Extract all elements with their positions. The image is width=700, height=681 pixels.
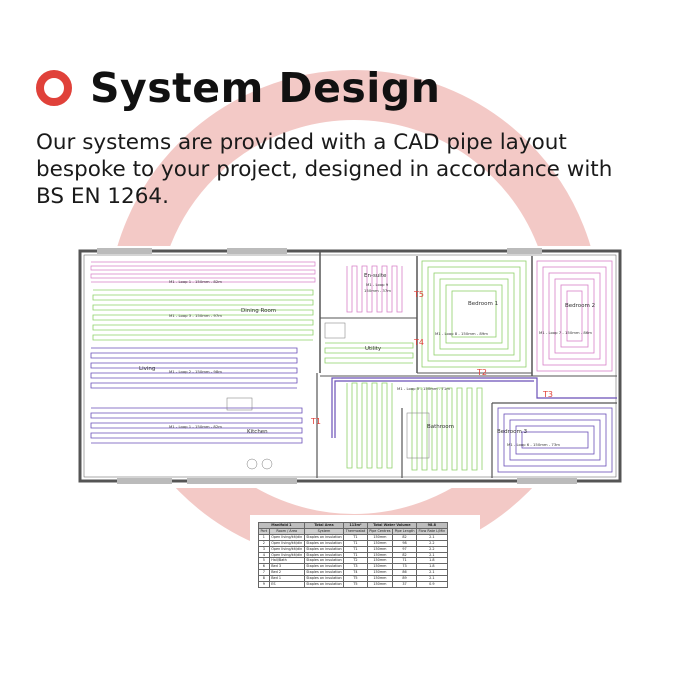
schedule-col-header: Flow Rate L/Min — [416, 527, 448, 535]
room-label-ensuite: En-suite — [364, 273, 387, 279]
table-cell: Staples on insulation — [303, 539, 345, 547]
table-cell: Staples on insulation — [303, 581, 345, 588]
loop-3-pipe — [92, 289, 314, 341]
table-cell: ES — [268, 581, 305, 588]
page-description: Our systems are provided with a CAD pipe… — [36, 130, 613, 209]
table-cell: Staples on insulation — [303, 563, 345, 571]
thermostat-t3: T3 — [542, 390, 553, 399]
table-cell: 37 — [392, 581, 417, 588]
loop-4-pipe — [90, 407, 303, 444]
loop-label-6: M1 - Loop 6 - 150mm - 73m — [507, 442, 560, 447]
room-label-bedroom3: Bedroom 3 — [497, 429, 528, 435]
loop-label-3: M1 - Loop 3 - 150mm - 97m — [169, 313, 222, 318]
circle-bullet-icon — [36, 70, 72, 106]
loop-2-pipe — [90, 347, 298, 389]
schedule-col-header: Thermostat — [343, 527, 368, 535]
room-label-dining: Dining Room — [241, 308, 276, 314]
room-label-bedroom1: Bedroom 1 — [468, 301, 498, 307]
table-cell: Open living/kit/din — [268, 551, 305, 559]
room-label-kitchen: Kitchen — [247, 429, 268, 435]
manifold-schedule-table: Manifold 1 Total Area 113m² Total Water … — [258, 522, 448, 588]
table-cell: Staples on insulation — [303, 575, 345, 583]
plan-fixtures — [226, 322, 430, 470]
floor-plan: En-suite Bedroom 1 Bedroom 2 Bedroom 3 D… — [78, 248, 622, 484]
plan-walls — [78, 248, 622, 484]
room-label-utility: Utility — [365, 346, 382, 352]
room-label-bathroom: Bathroom — [427, 424, 454, 430]
loop-5-pipe — [324, 342, 483, 471]
loop-8-pipe — [421, 260, 527, 368]
table-cell: Staples on insulation — [303, 551, 345, 559]
loop-label-9b: 150mm - 37m — [364, 288, 391, 293]
loop-label-5: M1 - Loop 5 - 150mm - 71m — [397, 386, 450, 391]
thermostat-t5: T5 — [413, 290, 424, 299]
room-label-bedroom2: Bedroom 2 — [565, 303, 595, 309]
manifold-trunk — [331, 377, 617, 438]
loop-1-pipe — [90, 261, 316, 283]
loop-label-1: M1 - Loop 1 - 150mm - 82m — [169, 279, 222, 284]
table-cell: T5 — [343, 581, 368, 588]
schedule-total-water-label: Total Water Volume — [366, 522, 418, 529]
table-cell: 150mm — [366, 581, 394, 588]
table-cell: Staples on insulation — [303, 557, 345, 565]
loop-label-1b: M1 - Loop 1 - 150mm - 82m — [169, 424, 222, 429]
loop-6-pipe — [497, 407, 613, 473]
table-cell: Staples on insulation — [303, 545, 345, 553]
table-cell: 9 — [258, 581, 270, 588]
table-cell: Staples on insulation — [303, 533, 345, 541]
loop-label-2: M1 - Loop 2 - 150mm - 98m — [169, 369, 222, 374]
table-cell: Staples on insulation — [303, 569, 345, 577]
thermostat-t4: T4 — [413, 338, 424, 347]
table-cell: 0.9 — [416, 581, 448, 588]
loop-7-pipe — [536, 260, 613, 372]
table-cell: Open living/kit/din — [268, 533, 305, 541]
loop-label-7: M1 - Loop 7 - 150mm - 86m — [539, 330, 592, 335]
thermostat-t2: T2 — [476, 368, 487, 377]
section-header: System Design — [36, 64, 440, 112]
table-cell: Open living/kit/din — [268, 539, 305, 547]
room-label-living: Living — [139, 366, 155, 372]
loop-label-8: M1 - Loop 8 - 150mm - 89m — [435, 331, 488, 336]
loop-9-pipe — [346, 265, 403, 313]
schedule-col-header: Pipe Length — [392, 527, 417, 535]
loop-label-9a: M1 - Loop 9 — [366, 282, 389, 287]
page-title: System Design — [90, 64, 441, 112]
schedule-col-header: Pipe Centres — [366, 527, 394, 535]
table-cell: Open living/kit/din — [268, 545, 305, 553]
thermostat-t1: T1 — [310, 417, 321, 426]
